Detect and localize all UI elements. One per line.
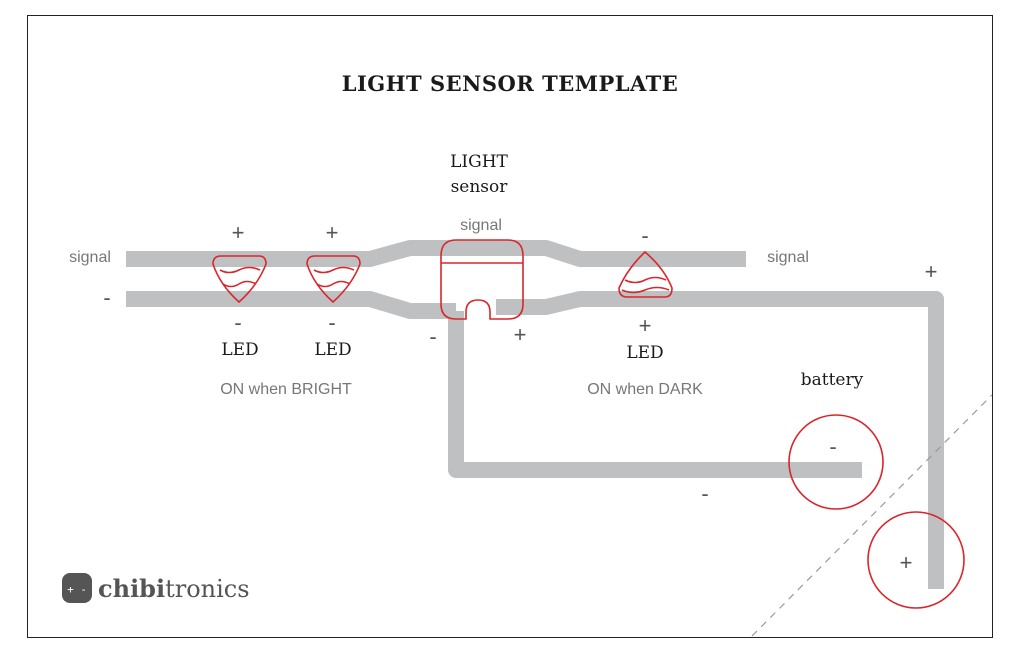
on-when-bright-caption: ON when BRIGHT: [220, 381, 352, 398]
signal-left-label: signal: [69, 249, 111, 266]
battery-plus-circle: [867, 511, 965, 609]
template-sheet: [27, 15, 993, 638]
positive-rail-label: +: [925, 259, 938, 284]
positive-trace: [496, 291, 944, 589]
led-2-top-sign: +: [326, 220, 339, 245]
led-1-label: LED: [221, 340, 258, 360]
chibitronics-logo-icon: [62, 573, 92, 603]
led-2-bottom-sign: -: [328, 310, 335, 335]
signal-trace: [126, 240, 746, 267]
sensor-plus-pin-label: +: [514, 322, 527, 347]
battery-label: battery: [801, 370, 864, 390]
led-3-outline: [618, 250, 673, 298]
led-1-outline: [212, 255, 267, 304]
led-3-label: LED: [626, 343, 663, 363]
battery-minus-circle: [788, 414, 884, 510]
page-title: LIGHT SENSOR TEMPLATE: [342, 71, 679, 96]
led-2-label: LED: [314, 340, 351, 360]
sensor-minus-pin-label: -: [429, 324, 436, 349]
on-when-dark-caption: ON when DARK: [587, 381, 703, 398]
led-1-top-sign: +: [232, 220, 245, 245]
led-1-bottom-sign: -: [234, 310, 241, 335]
ground-return-trace: [448, 311, 862, 478]
brand-name-rest: tronics: [165, 575, 249, 603]
signal-right-label: signal: [767, 249, 809, 266]
battery-plus-sign: +: [900, 550, 913, 575]
led-2-outline: [306, 255, 361, 304]
chibitronics-logo: + - chibitronics: [62, 573, 250, 603]
brand-name: chibitronics: [98, 574, 250, 603]
brand-name-bold: chibi: [98, 574, 165, 603]
logo-face: + -: [67, 583, 87, 596]
sensor-signal-pin-label: signal: [460, 217, 502, 234]
light-sensor-outline: [440, 239, 524, 320]
battery-minus-sign: -: [829, 434, 836, 459]
led-3-bottom-sign: +: [639, 313, 652, 338]
led-3-top-sign: -: [641, 223, 648, 248]
sensor-title-line2: sensor: [451, 177, 509, 197]
ground-trace-minus-sign: -: [701, 481, 708, 506]
negative-trace: [126, 291, 456, 319]
sensor-title-line1: LIGHT: [450, 152, 508, 172]
fold-line: [751, 394, 993, 637]
negative-rail-label: -: [103, 285, 110, 310]
